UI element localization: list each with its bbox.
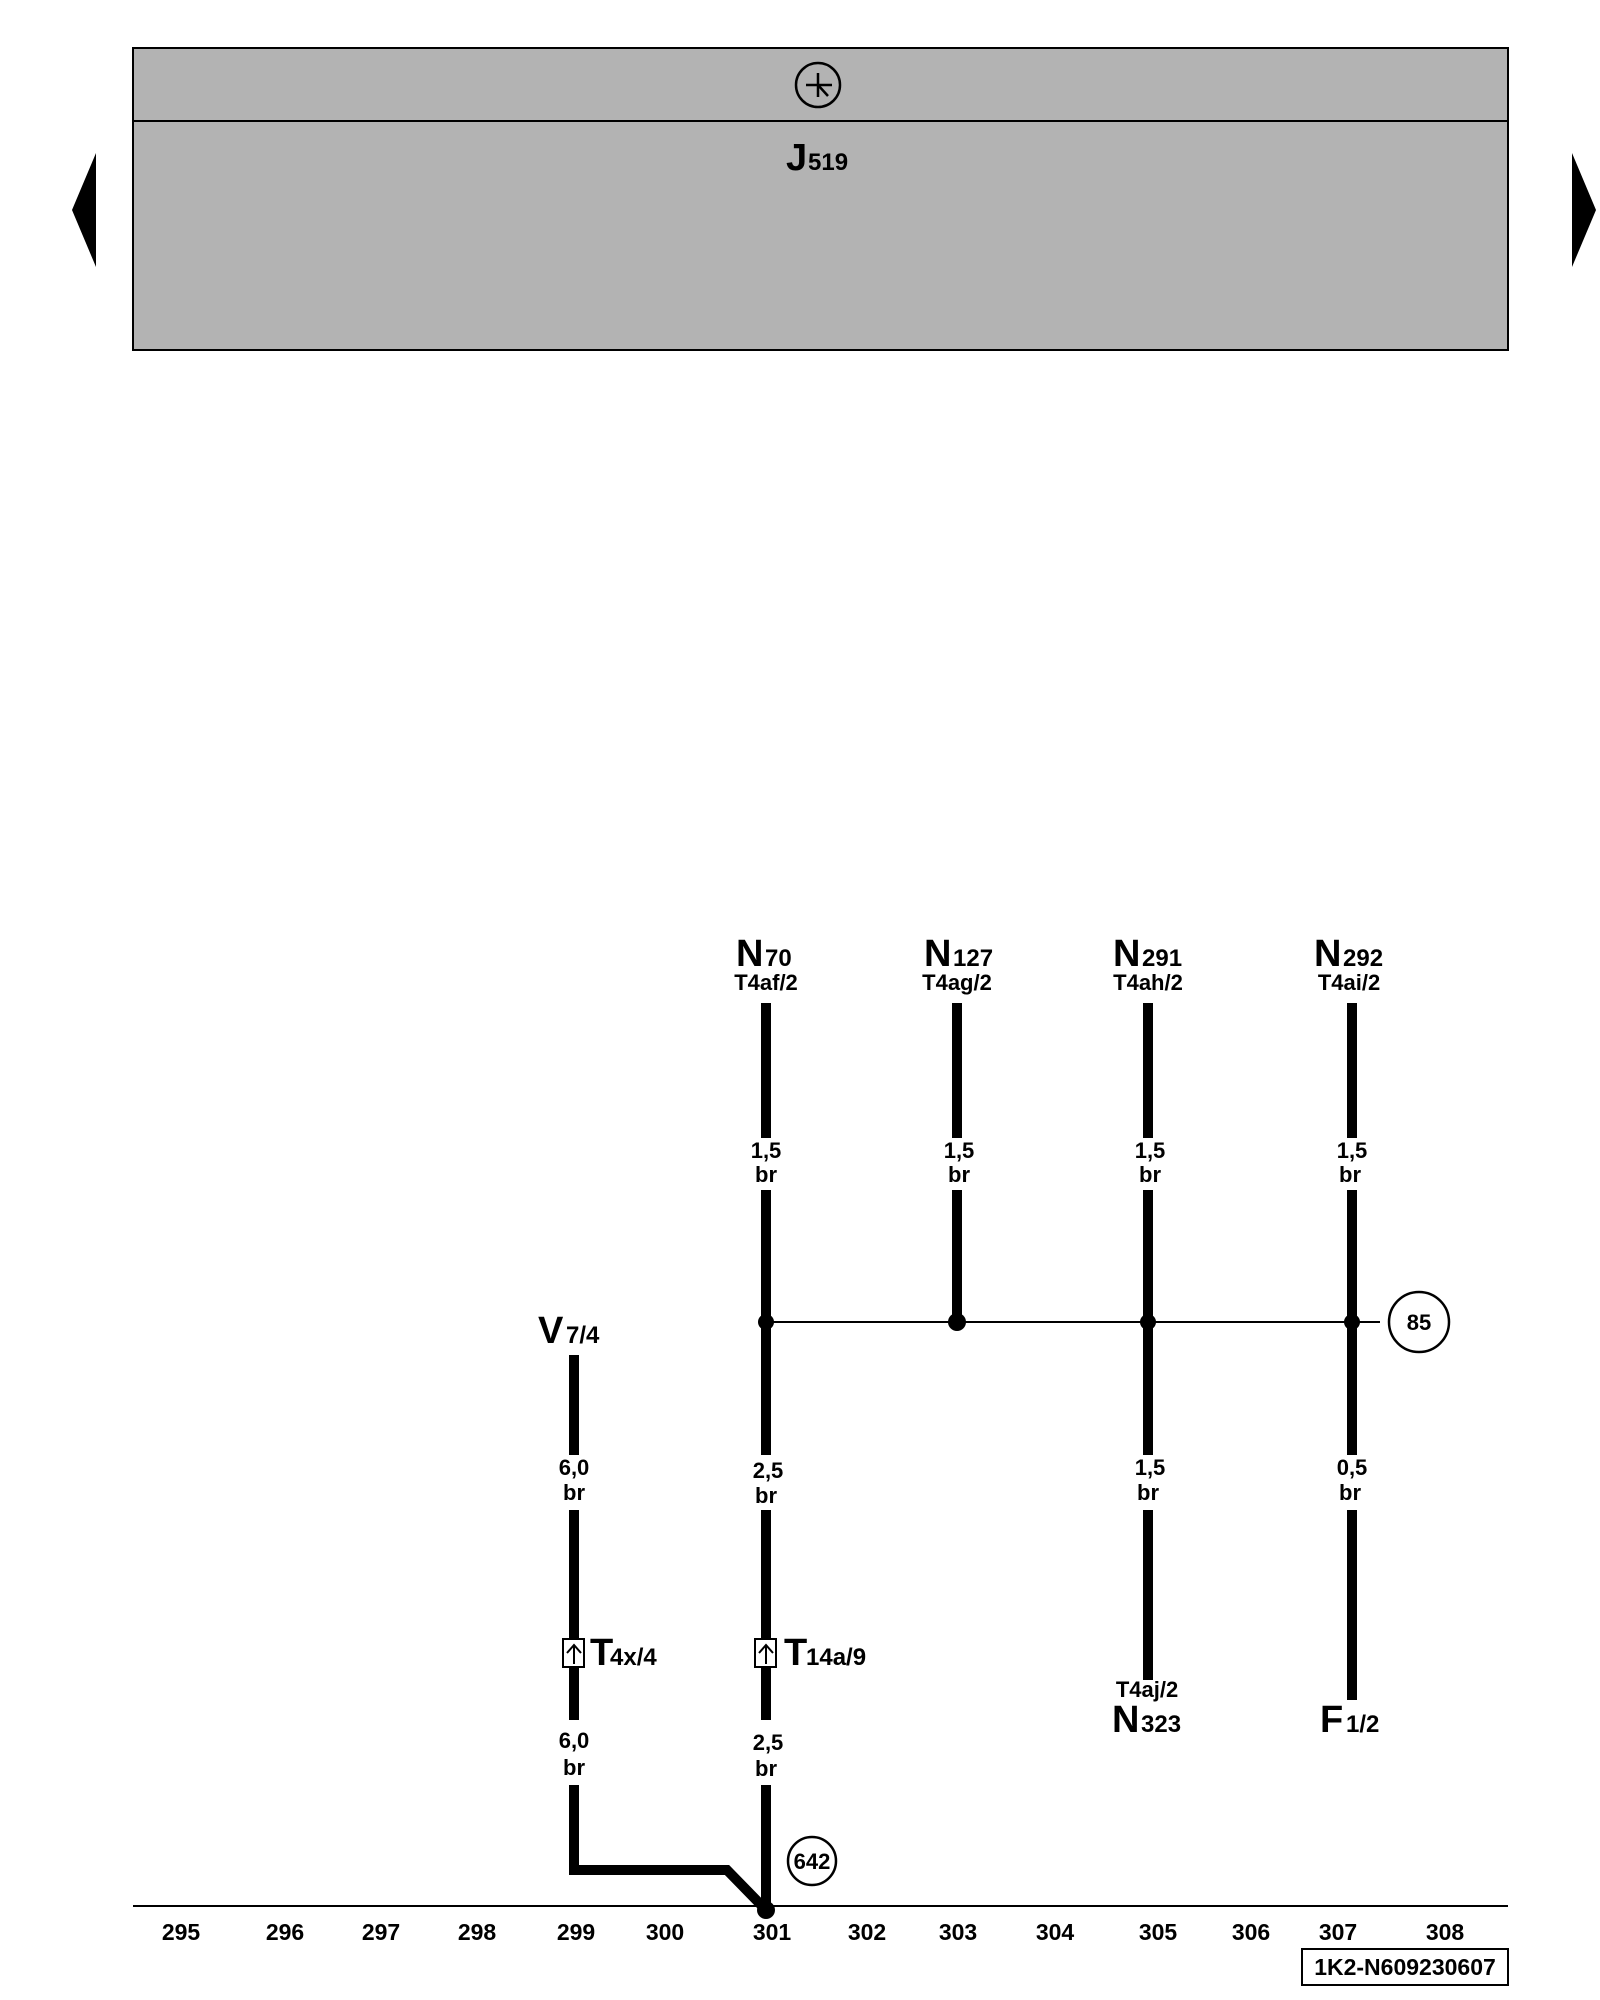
svg-text:br: br: [1339, 1480, 1361, 1505]
svg-text:0,5: 0,5: [1337, 1455, 1368, 1480]
diagram-code: 1K2-N609230607: [1301, 1948, 1509, 1986]
svg-text:2,5: 2,5: [753, 1458, 784, 1483]
svg-text:295: 295: [162, 1919, 201, 1945]
svg-text:291: 291: [1142, 945, 1182, 972]
svg-text:7/4: 7/4: [566, 1322, 600, 1349]
svg-text:T4ag/2: T4ag/2: [922, 970, 992, 995]
svg-text:304: 304: [1036, 1919, 1075, 1945]
connector-t4x: T 4x/4: [562, 1632, 657, 1674]
svg-text:14a/9: 14a/9: [806, 1644, 866, 1671]
component-f1: F 1/2: [1320, 1699, 1379, 1741]
component-n292: N 292 T4ai/2: [1314, 933, 1383, 995]
component-n70: N 70 T4af/2: [734, 933, 798, 995]
svg-text:N: N: [1113, 933, 1140, 975]
svg-text:296: 296: [266, 1919, 304, 1945]
svg-text:307: 307: [1319, 1919, 1357, 1945]
svg-text:305: 305: [1139, 1919, 1178, 1945]
svg-text:br: br: [1137, 1480, 1159, 1505]
svg-text:303: 303: [939, 1919, 977, 1945]
earth-ground-icon: [794, 61, 842, 109]
svg-text:301: 301: [753, 1919, 792, 1945]
next-page-button[interactable]: [1572, 153, 1596, 267]
track-numbers: 295 296 297 298 299 300 301 302 303 304 …: [162, 1919, 1465, 1945]
svg-text:br: br: [948, 1162, 970, 1187]
triangle-right-icon: [1572, 153, 1596, 267]
svg-text:T4ah/2: T4ah/2: [1113, 970, 1183, 995]
svg-text:4x/4: 4x/4: [610, 1644, 657, 1671]
svg-text:br: br: [563, 1480, 585, 1505]
svg-text:1,5: 1,5: [944, 1138, 975, 1163]
svg-text:N: N: [1314, 933, 1341, 975]
svg-text:F: F: [1320, 1699, 1343, 1741]
wires: [569, 1003, 1357, 1914]
svg-text:br: br: [755, 1483, 777, 1508]
svg-text:br: br: [1139, 1162, 1161, 1187]
svg-text:302: 302: [848, 1919, 886, 1945]
svg-text:1,5: 1,5: [1135, 1455, 1166, 1480]
svg-text:299: 299: [557, 1919, 595, 1945]
svg-text:1,5: 1,5: [1135, 1138, 1166, 1163]
svg-text:298: 298: [458, 1919, 497, 1945]
control-unit-j519: J 519: [132, 47, 1509, 351]
svg-text:323: 323: [1141, 1711, 1181, 1738]
svg-text:T: T: [784, 1632, 807, 1674]
svg-text:N: N: [1112, 1699, 1139, 1741]
wire-v7-route: [569, 1785, 770, 1914]
svg-text:br: br: [755, 1162, 777, 1187]
svg-text:308: 308: [1426, 1919, 1465, 1945]
svg-text:V: V: [538, 1310, 564, 1352]
svg-text:1K2-N609230607: 1K2-N609230607: [1314, 1954, 1496, 1980]
connector-t14a: T 14a/9: [754, 1632, 866, 1674]
svg-text:1,5: 1,5: [751, 1138, 782, 1163]
component-n291: N 291 T4ah/2: [1113, 933, 1183, 995]
svg-text:6,0: 6,0: [559, 1728, 590, 1753]
svg-text:br: br: [1339, 1162, 1361, 1187]
svg-text:N: N: [736, 933, 763, 975]
control-unit-number: 519: [808, 149, 848, 176]
svg-text:T4ai/2: T4ai/2: [1318, 970, 1380, 995]
svg-text:306: 306: [1232, 1919, 1270, 1945]
control-unit-letter: J: [786, 137, 807, 179]
svg-text:6,0: 6,0: [559, 1455, 590, 1480]
svg-text:300: 300: [646, 1919, 684, 1945]
svg-text:297: 297: [362, 1919, 400, 1945]
component-v7: V 7/4: [538, 1310, 600, 1352]
svg-text:T4af/2: T4af/2: [734, 970, 798, 995]
svg-text:T: T: [590, 1632, 613, 1674]
svg-text:292: 292: [1343, 945, 1383, 972]
svg-text:642: 642: [794, 1849, 831, 1874]
svg-text:1,5: 1,5: [1337, 1138, 1368, 1163]
connector-arrow-icon: [562, 1638, 585, 1668]
svg-text:85: 85: [1407, 1310, 1431, 1335]
splice-points: [757, 1313, 1360, 1919]
triangle-left-icon: [72, 153, 96, 267]
svg-text:127: 127: [953, 945, 993, 972]
component-n323: T4aj/2 N 323: [1112, 1677, 1181, 1741]
prev-page-button[interactable]: [72, 153, 96, 267]
svg-text:N: N: [924, 933, 951, 975]
ground-point-85[interactable]: 85: [1352, 1290, 1451, 1354]
svg-text:br: br: [755, 1756, 777, 1781]
connector-arrow-icon: [754, 1638, 777, 1668]
svg-text:T4aj/2: T4aj/2: [1116, 1677, 1178, 1702]
svg-text:70: 70: [765, 945, 792, 972]
svg-text:2,5: 2,5: [753, 1730, 784, 1755]
ground-connection-642[interactable]: 642: [786, 1835, 838, 1887]
svg-text:br: br: [563, 1755, 585, 1780]
wire-labels: 1,5 br 1,5 br 1,5 br 1,5 br 6,0 br 2,5 b…: [559, 1138, 1368, 1781]
component-n127: N 127 T4ag/2: [922, 933, 993, 995]
svg-text:1/2: 1/2: [1346, 1711, 1379, 1738]
